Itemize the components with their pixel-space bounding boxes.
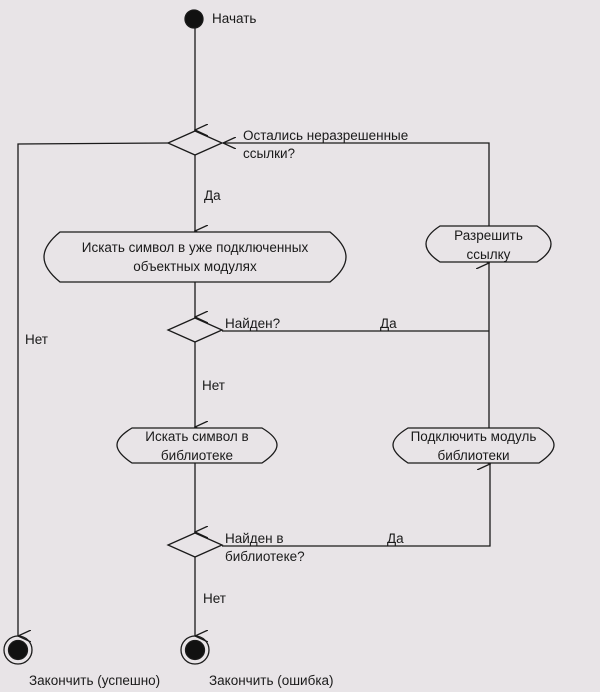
search-loaded-line2: объектных модулях: [133, 259, 257, 274]
search-library-text: Искать символ в библиотеке: [117, 427, 277, 465]
decision-unresolved-refs: [166, 130, 224, 156]
edge-resolve-to-decision: [223, 143, 490, 226]
link-module-line1: Подключить модуль: [410, 429, 537, 444]
edge-label-found-no: Нет: [202, 378, 225, 393]
end-error-outer: [180, 635, 210, 665]
decision-unresolved-label-2: ссылки?: [243, 146, 296, 161]
link-module-text: Подключить модуль библиотеки: [393, 427, 554, 465]
decision-found-label: Найден?: [225, 316, 281, 331]
decision-found-in-library: [166, 532, 224, 558]
decision-found: [166, 317, 224, 343]
resolve-ref-line2: ссылку: [466, 247, 511, 262]
end-error-label: Закончить (ошибка): [209, 673, 334, 688]
resolve-ref-line1: Разрешить: [454, 228, 523, 243]
edge-label-found-lib-no: Нет: [203, 591, 226, 606]
decision-unresolved-label-1: Остались неразрешенные: [243, 128, 409, 143]
search-library-line2: библиотеке: [160, 448, 234, 463]
search-loaded-text: Искать символ в уже подключенных объектн…: [44, 238, 346, 276]
end-success-label: Закончить (успешно): [29, 673, 161, 688]
edge-label-found-yes: Да: [380, 316, 397, 331]
edge-label-found-lib-yes: Да: [387, 531, 404, 546]
edge-found-lib-yes: [222, 464, 490, 547]
end-success-outer: [3, 635, 33, 665]
action-resolve-ref: [425, 225, 552, 263]
search-loaded-line1: Искать символ в уже подключенных: [81, 240, 309, 255]
edge-label-unresolved-yes: Да: [204, 188, 221, 203]
end-error-inner: [184, 639, 206, 661]
end-success-inner: [7, 639, 29, 661]
decision-found-lib-label-1: Найден в: [225, 531, 284, 546]
search-library-line1: Искать символ в: [145, 429, 249, 444]
decision-found-lib-label-2: библиотеке?: [225, 549, 305, 564]
action-search-library: [116, 427, 278, 464]
start-label: Начать: [212, 11, 257, 26]
edge-label-unresolved-no: Нет: [25, 332, 48, 347]
start-node: [184, 9, 204, 29]
action-link-module: [392, 427, 555, 464]
link-module-line2: библиотеки: [437, 448, 510, 463]
resolve-ref-text: Разрешить ссылку: [426, 226, 551, 264]
action-search-loaded: [43, 231, 347, 283]
edge-no-to-end-success: [18, 142, 169, 636]
